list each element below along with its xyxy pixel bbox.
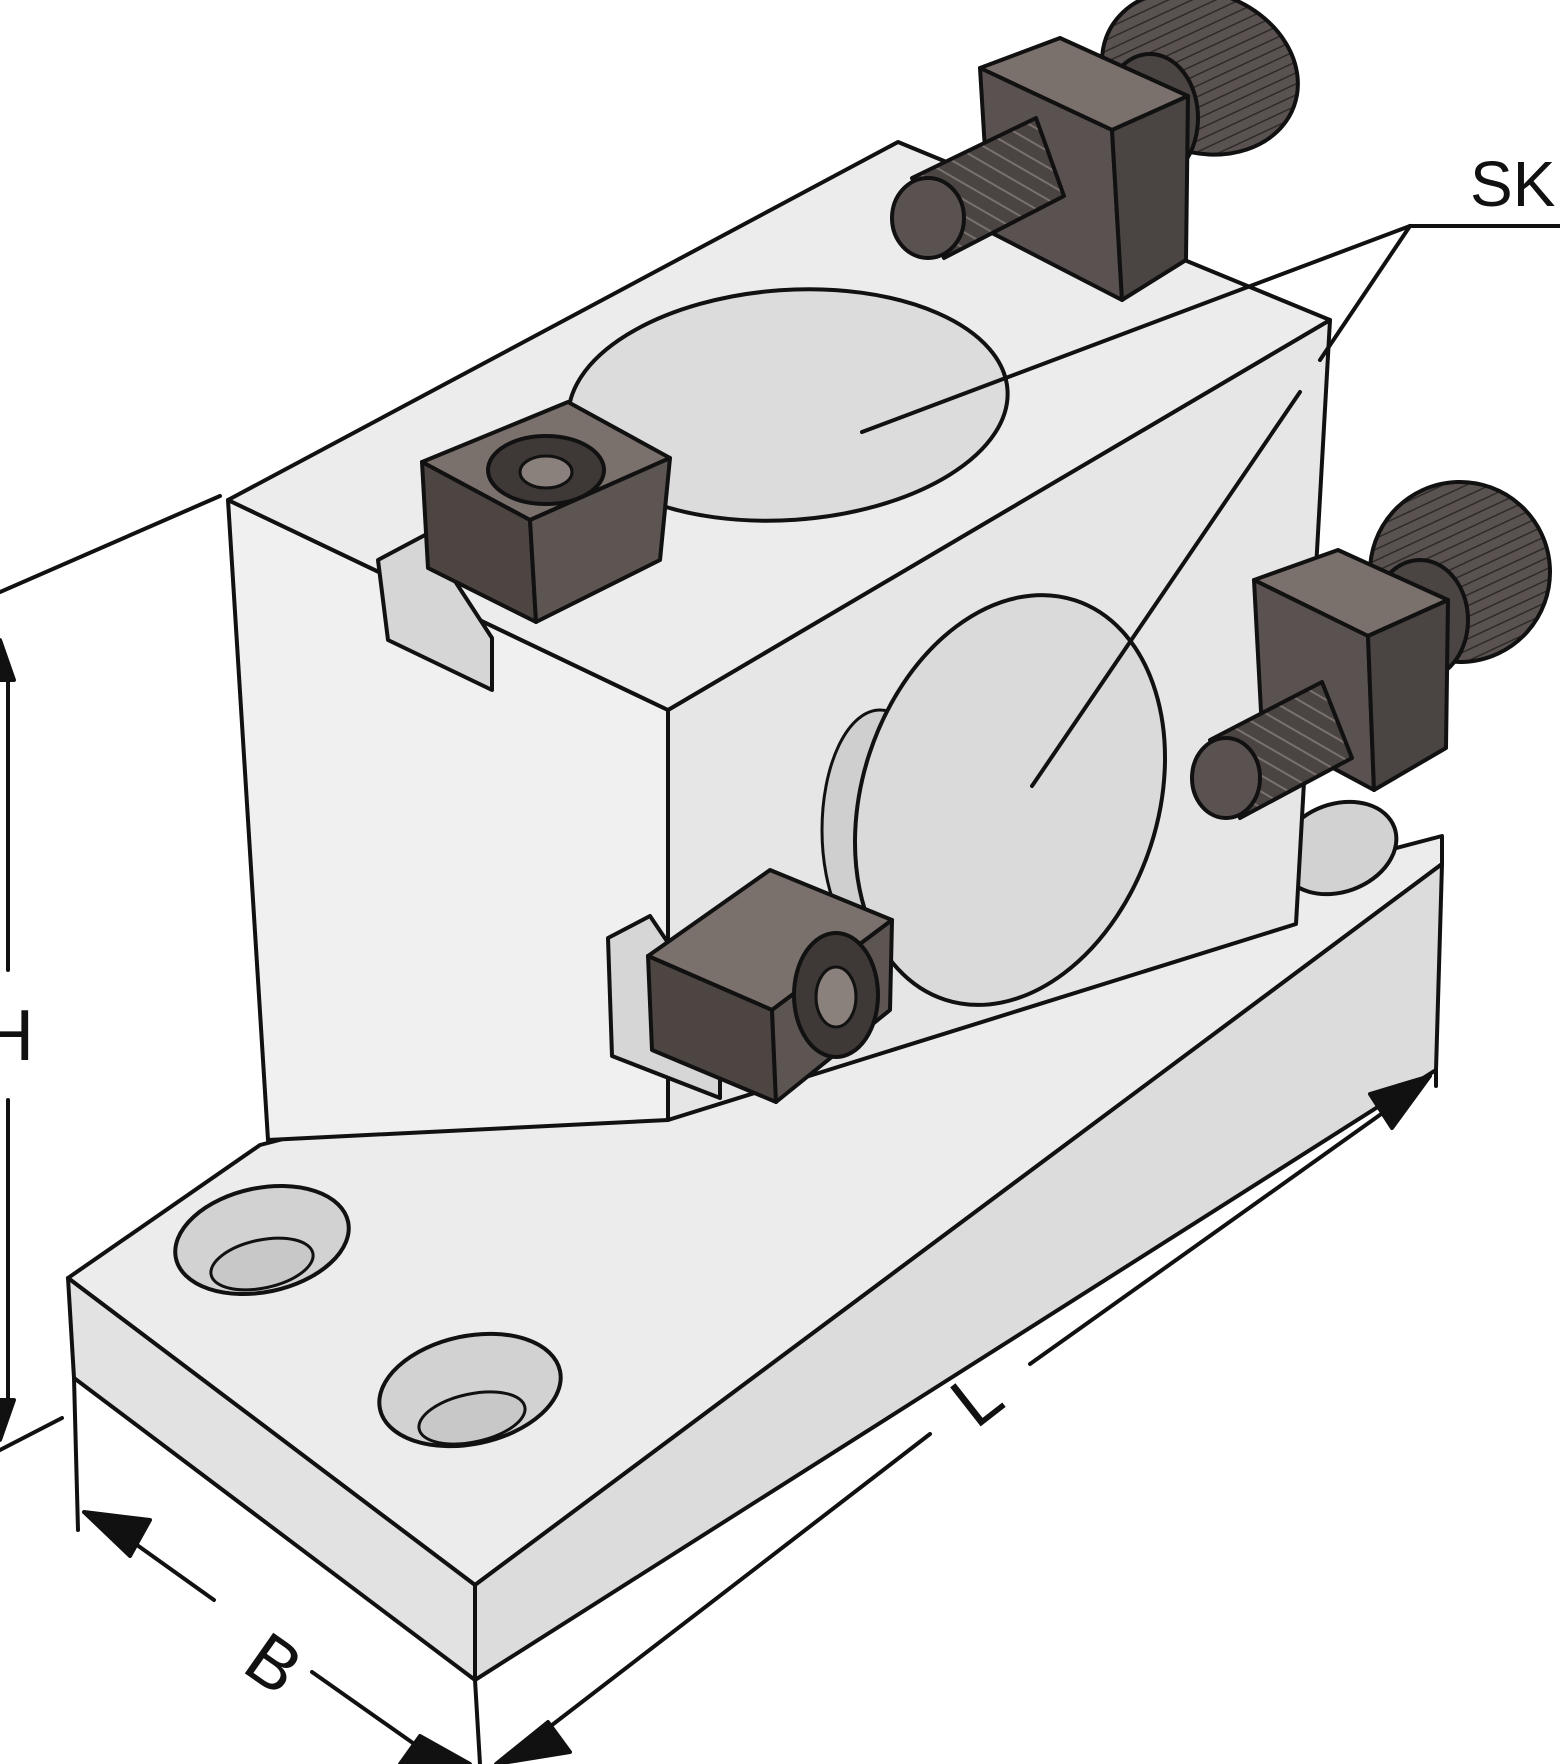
h-extension-bottom (0, 1416, 64, 1452)
base-plate (66, 799, 1444, 1682)
side-bore (853, 593, 1167, 1007)
l-dimension-lower (528, 1432, 932, 1744)
side-clamp-jaw (646, 868, 894, 1104)
top-thread-tip (890, 176, 966, 260)
side-thread-tip (1190, 736, 1262, 820)
mounting-hole-1-inner (209, 1236, 315, 1292)
l-arrow-left (494, 1720, 572, 1764)
sk-leader-1 (860, 224, 1412, 434)
l-arrow-right (1368, 1074, 1432, 1130)
b-label: B (231, 1618, 316, 1711)
b-dimension-right (310, 1670, 422, 1750)
sk-leader-3 (1030, 390, 1302, 788)
top-notch (376, 533, 494, 692)
top-clamp-right (528, 456, 672, 624)
dimension-lines (0, 224, 1560, 1764)
side-nut-right (1366, 598, 1450, 792)
sk-label: SK (1470, 148, 1555, 220)
h-arrow-top (0, 638, 16, 682)
mounting-hole-2-inner (417, 1390, 527, 1446)
h-label: H (0, 996, 34, 1076)
b-extension-left (72, 1376, 80, 1532)
b-arrow-left (82, 1510, 152, 1558)
b-arrow-right (398, 1734, 472, 1764)
torx-socket-inner (518, 454, 574, 490)
b-extension-right (473, 1678, 482, 1764)
top-nut-right (1110, 94, 1190, 302)
side-thumb-screw (1190, 480, 1552, 820)
l-dimension-upper (1028, 1110, 1386, 1366)
h-arrow-bottom (0, 1398, 16, 1442)
torx-socket-inner (814, 965, 858, 1029)
h-extension-top (0, 494, 222, 594)
top-clamp-jaw (420, 400, 672, 624)
sk-leader-2 (1318, 224, 1412, 362)
top-thumb-screw (890, 0, 1300, 302)
b-dimension-left (128, 1538, 216, 1602)
